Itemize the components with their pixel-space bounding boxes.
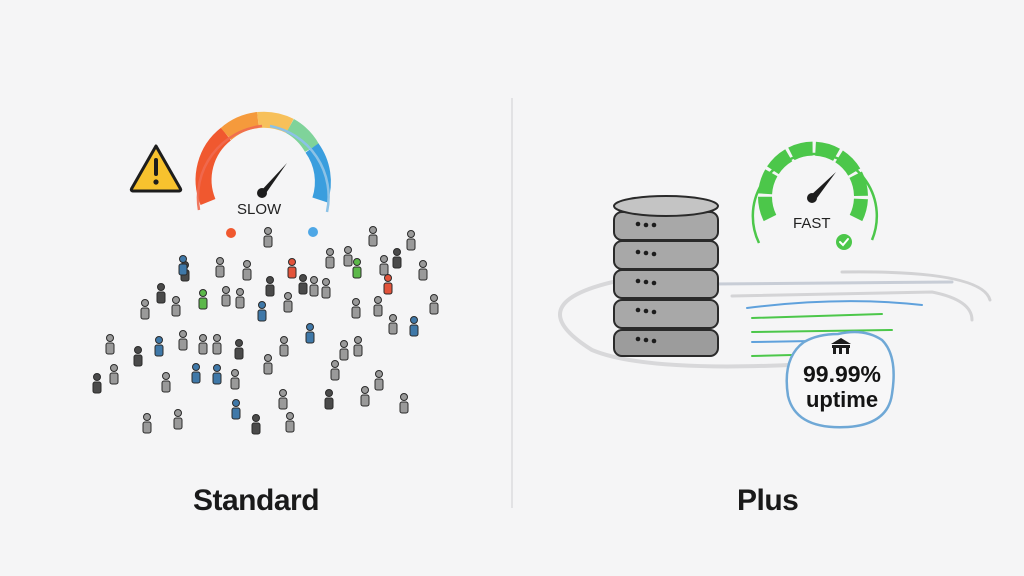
standard-panel: SLOW: [92, 111, 439, 517]
panel-divider: [511, 98, 513, 508]
gauge-label: FAST: [793, 215, 831, 232]
building-icon: [831, 338, 851, 354]
check-circle-icon: [836, 234, 852, 250]
slow-speedometer-icon: SLOW: [195, 111, 331, 218]
plus-illustration: FAST: [558, 141, 992, 429]
speed-lines-icon: [558, 270, 992, 369]
warning-triangle-icon: [129, 144, 183, 193]
server-stack-icon: [613, 195, 719, 357]
gauge-label: SLOW: [237, 201, 282, 218]
standard-title: Standard: [193, 484, 320, 517]
uptime-badge: [785, 330, 895, 429]
crowd-of-people-icon: [92, 226, 439, 435]
uptime-caption: uptime: [805, 387, 879, 412]
standard-illustration: SLOW: [92, 111, 439, 435]
uptime-value: 99.99%: [802, 361, 881, 387]
fast-speedometer-icon: FAST: [751, 141, 879, 250]
plus-title: Plus: [737, 484, 799, 517]
plus-panel: FAST 99.99% uptime Plus: [512, 0, 1024, 576]
